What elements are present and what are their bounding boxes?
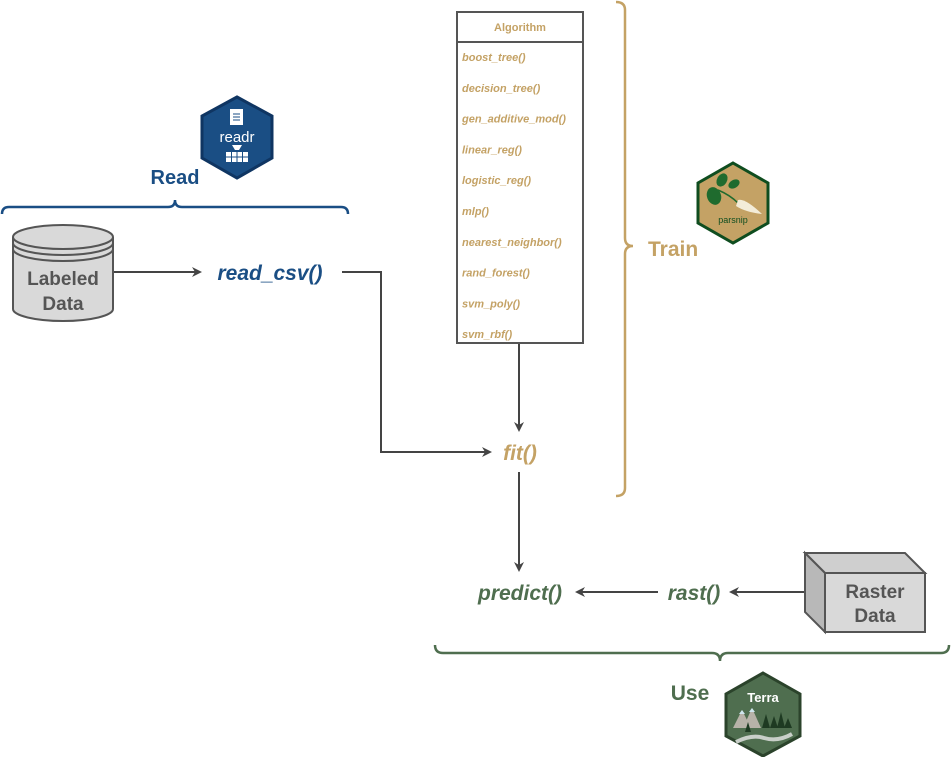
rast-function: rast() [668, 582, 721, 605]
algorithm-item: svm_poly() [462, 298, 520, 310]
parsnip-logo: parsnip [696, 161, 770, 245]
raster-data-line1: Raster [845, 582, 905, 603]
algorithm-item: boost_tree() [462, 52, 526, 64]
labeled-data-cylinder: Labeled Data [12, 224, 114, 322]
train-brace [615, 0, 634, 498]
algorithm-item: mlp() [462, 206, 489, 218]
labeled-data-line2: Data [42, 294, 84, 315]
parsnip-logo-text: parsnip [718, 215, 748, 225]
use-brace [433, 644, 951, 662]
raster-data-line2: Data [854, 606, 896, 627]
algorithm-item: rand_forest() [462, 268, 530, 280]
readr-logo-text: readr [219, 129, 254, 146]
algorithm-item: linear_reg() [462, 144, 522, 156]
trees-icon [745, 712, 792, 732]
use-label: Use [671, 682, 710, 705]
fit-function: fit() [503, 442, 537, 465]
funnel-icon [232, 145, 242, 150]
terra-logo: Terra [724, 671, 802, 757]
arrow-readcsv-to-fit [342, 271, 492, 457]
algorithm-item: nearest_neighbor() [462, 237, 562, 249]
algorithm-box: Algorithm boost_tree() decision_tree()gen… [456, 11, 584, 344]
algorithm-item: logistic_reg() [462, 175, 531, 187]
terra-logo-text: Terra [747, 690, 779, 705]
labeled-data-line1: Labeled [27, 269, 99, 290]
algorithm-item: decision_tree() [462, 83, 541, 95]
read-brace [0, 199, 350, 215]
predict-function: predict() [477, 582, 562, 605]
readr-logo: readr [200, 95, 274, 180]
algorithm-item: gen_additive_mod() [461, 114, 566, 126]
mountains-icon [733, 708, 761, 728]
raster-data-cube: Raster Data [802, 550, 928, 635]
algorithm-item: svm_rbf() [462, 329, 512, 341]
algorithm-header: Algorithm [494, 22, 546, 34]
table-icon [226, 152, 248, 162]
train-label: Train [648, 238, 698, 261]
read-csv-function: read_csv() [217, 262, 322, 285]
read-label: Read [151, 167, 200, 189]
document-icon [230, 109, 243, 125]
parsnip-icon [706, 173, 762, 214]
river-icon [735, 732, 793, 744]
